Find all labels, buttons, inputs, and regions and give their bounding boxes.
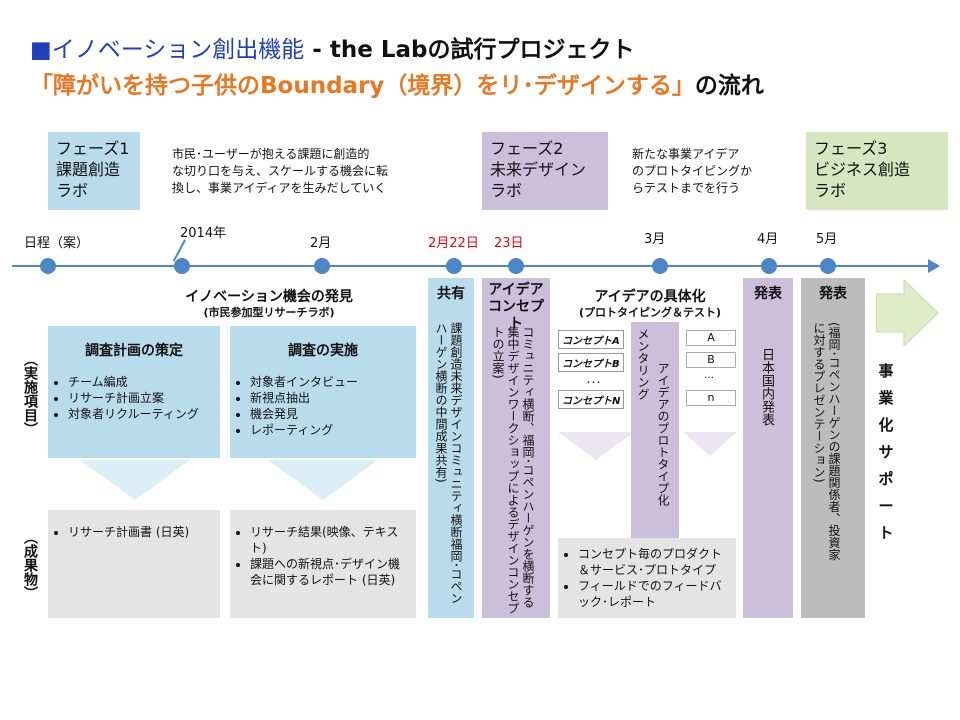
plan-item: 対象者リクルーティング: [68, 406, 220, 422]
phase-1-desc: 市民･ユーザーが抱える課題に創造的 な切り口を与え、スケールする機会に転 換し、…: [172, 147, 389, 195]
mentoring-text: メンタリング: [636, 328, 650, 400]
support-text: 事業化サポート: [878, 362, 894, 542]
mar-label: 3月: [644, 232, 666, 247]
plan-output-box: リサーチ計画書 (日英): [48, 510, 220, 618]
concept-text: コミュニティ横断、福岡･コペンハーゲンを横断する集中デザインワークショップによる…: [491, 326, 535, 614]
letter-down-arrow-icon: [683, 432, 737, 456]
support-arrow-icon: [876, 280, 939, 346]
exec-output-box: リサーチ結果(映像、テキスト) 課題への新視点･デザイン機会に関するレポート (…: [230, 510, 416, 618]
phase-2-desc: 新たな事業アイデア のプロトタイピングか らテストまでを行う: [632, 147, 753, 195]
concept-b-box: コンセプトB: [558, 353, 624, 372]
section1-title: イノベーション機会の発見: [185, 289, 353, 305]
letter-n-box: n: [686, 390, 736, 406]
timeline-dot: [761, 258, 777, 274]
subtitle-tail: の流れ: [694, 73, 764, 99]
timeline-dot: [40, 258, 56, 274]
phase-3-box: フェーズ3 ビジネス創造 ラボ: [806, 132, 948, 210]
plan-box: 調査計画の策定 チーム編成 リサーチ計画立案 対象者リクルーティング: [48, 326, 220, 458]
timeline-arrowhead-icon: [928, 259, 940, 273]
letter-ellipsis: …: [704, 370, 714, 381]
exec-item: レポーティング: [250, 422, 416, 438]
announce-japan-title: 発表: [754, 286, 782, 302]
exec-output-list: リサーチ結果(映像、テキスト) 課題への新視点･デザイン機会に関するレポート (…: [230, 524, 416, 588]
share-text: 課題創造未来デザインコミュニティ横断福岡･コペンハーゲン横断の中間成果共有): [434, 322, 463, 605]
may-label: 5月: [816, 232, 838, 247]
proto-output-list: コンセプト毎のプロダクト＆サービス･プロトタイプ フィールドでのフィードバック･…: [558, 546, 736, 610]
announce-intl-text: (福岡･コペンハーゲンの課題関係者、投資家に対するプレゼンテーション): [812, 322, 841, 561]
plan-output-list: リサーチ計画書 (日英): [48, 524, 220, 540]
phase-2-box: フェーズ2 未来デザイン ラボ: [482, 132, 608, 210]
d23-label: 23日: [494, 236, 524, 251]
apr-label: 4月: [757, 232, 779, 247]
exec-down-arrow-icon: [268, 460, 378, 500]
exec-output-item: 課題への新視点･デザイン機会に関するレポート (日英): [250, 556, 410, 588]
exec-output-item: リサーチ結果(映像、テキスト): [250, 524, 410, 556]
title-main: イノベーション創出機能: [51, 37, 305, 63]
announce-japan-text: 日本国内発表: [759, 348, 774, 426]
row-label-impl: （実施項目）: [22, 352, 38, 436]
concept-down-arrow-icon: [558, 432, 634, 460]
title-suffix: - the Labの試行プロジェクト: [304, 37, 635, 63]
concept-ellipsis: ･･･: [586, 378, 601, 389]
timeline-dot: [446, 258, 462, 274]
plan-item: リサーチ計画立案: [68, 390, 220, 406]
announce-japan-box: 発表 日本国内発表: [743, 278, 793, 618]
exec-box: 調査の実施 対象者インタビュー 新視点抽出 機会発見 レポーティング: [230, 326, 416, 458]
exec-item: 新視点抽出: [250, 390, 416, 406]
timeline-dot: [652, 258, 668, 274]
timeline-line: [12, 265, 932, 267]
proto-output-item: コンセプト毎のプロダクト＆サービス･プロトタイプ: [578, 546, 732, 578]
row-label-output: （成果物）: [22, 530, 38, 600]
plan-output-item: リサーチ計画書 (日英): [68, 524, 220, 540]
timeline-dot: [174, 258, 190, 274]
subtitle-quote: 「障がいを持つ子供のBoundary（境界）をリ･デザインする」: [30, 73, 695, 99]
letter-b-box: B: [686, 352, 736, 368]
exec-list: 対象者インタビュー 新視点抽出 機会発見 レポーティング: [230, 374, 416, 438]
plan-title: 調査計画の策定: [85, 343, 183, 359]
concept-n-box: コンセプトN: [558, 390, 625, 409]
section1-subtitle: (市民参加型リサーチラボ): [203, 306, 335, 319]
proto-text: アイデアのプロトタイプ化: [656, 362, 670, 506]
year-label: 2014年: [180, 226, 227, 241]
plan-down-arrow-icon: [80, 460, 190, 500]
exec-title: 調査の実施: [288, 343, 358, 359]
concept-title: アイデア コンセプト: [488, 282, 544, 332]
announce-intl-box: 発表 (福岡･コペンハーゲンの課題関係者、投資家に対するプレゼンテーション): [801, 278, 865, 618]
share-title: 共有: [437, 286, 465, 302]
plan-item: チーム編成: [68, 374, 220, 390]
timeline-dot: [314, 258, 330, 274]
proto-output-box: コンセプト毎のプロダクト＆サービス･プロトタイプ フィールドでのフィードバック･…: [558, 538, 736, 618]
page-subtitle: 「障がいを持つ子供のBoundary（境界）をリ･デザインする」の流れ: [30, 66, 764, 100]
proto-title: アイデアの具体化: [594, 289, 706, 305]
proto-subtitle: (プロトタイピング＆テスト): [578, 306, 722, 319]
phase-1-box: フェーズ1 課題創造 ラボ: [48, 132, 140, 210]
letter-a-box: A: [686, 330, 736, 346]
concept-box: アイデア コンセプト コミュニティ横断、福岡･コペンハーゲンを横断する集中デザイ…: [482, 278, 550, 618]
timeline-dot: [820, 258, 836, 274]
feb22-label: 2月22日: [428, 236, 479, 251]
exec-item: 対象者インタビュー: [250, 374, 416, 390]
timeline-dot: [508, 258, 524, 274]
page-title: ■イノベーション創出機能 - the Labの試行プロジェクト: [30, 30, 634, 64]
exec-item: 機会発見: [250, 406, 416, 422]
feb-label: 2月: [310, 236, 332, 251]
concept-a-box: コンセプトA: [558, 330, 624, 349]
share-box: 共有 課題創造未来デザインコミュニティ横断福岡･コペンハーゲン横断の中間成果共有…: [428, 278, 474, 618]
schedule-label: 日程（案）: [24, 236, 90, 251]
announce-intl-title: 発表: [819, 286, 847, 302]
proto-output-item: フィールドでのフィードバック･レポート: [578, 578, 732, 610]
mentoring-box: メンタリング アイデアのプロトタイプ化: [631, 322, 679, 540]
plan-list: チーム編成 リサーチ計画立案 対象者リクルーティング: [48, 374, 220, 422]
title-square-icon: ■: [30, 37, 52, 63]
